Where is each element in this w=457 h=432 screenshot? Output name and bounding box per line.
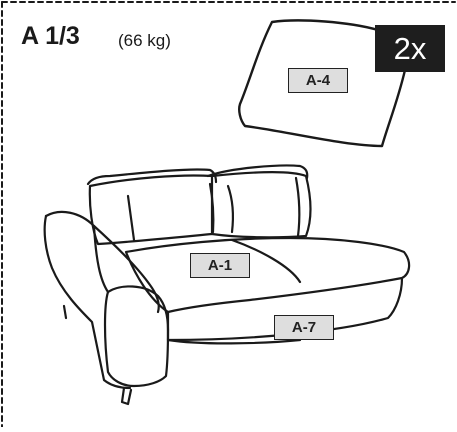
weight-label: (66 kg) bbox=[118, 31, 171, 50]
foot-back bbox=[62, 304, 68, 320]
seat-base-bottom bbox=[166, 338, 302, 345]
seat-split bbox=[230, 238, 302, 284]
backrest bbox=[88, 174, 214, 246]
sofa-outline bbox=[43, 164, 411, 406]
seat-base bbox=[166, 276, 404, 342]
part-label-seat: A-1 bbox=[190, 253, 250, 278]
backrest-right bbox=[210, 171, 312, 239]
foot-front bbox=[120, 386, 133, 406]
cushion-outline bbox=[238, 19, 407, 148]
seat-top bbox=[124, 236, 411, 314]
armrest-inner bbox=[92, 224, 110, 294]
backrest-seam-right bbox=[226, 184, 235, 234]
backrest-top bbox=[86, 164, 309, 186]
armrest-front-top bbox=[106, 285, 170, 332]
part-label-base: A-7 bbox=[274, 315, 334, 340]
backrest-seam-far bbox=[294, 176, 301, 238]
backrest-seam-left bbox=[126, 194, 136, 242]
part-label-cushion: A-4 bbox=[288, 68, 348, 93]
backrest-seam-center bbox=[208, 182, 215, 234]
step-title: A 1/3 bbox=[21, 22, 80, 50]
armrest-front bbox=[103, 290, 170, 388]
armrest-outer bbox=[43, 214, 132, 390]
quantity-badge: 2x bbox=[375, 25, 445, 72]
armrest-top bbox=[44, 210, 160, 314]
